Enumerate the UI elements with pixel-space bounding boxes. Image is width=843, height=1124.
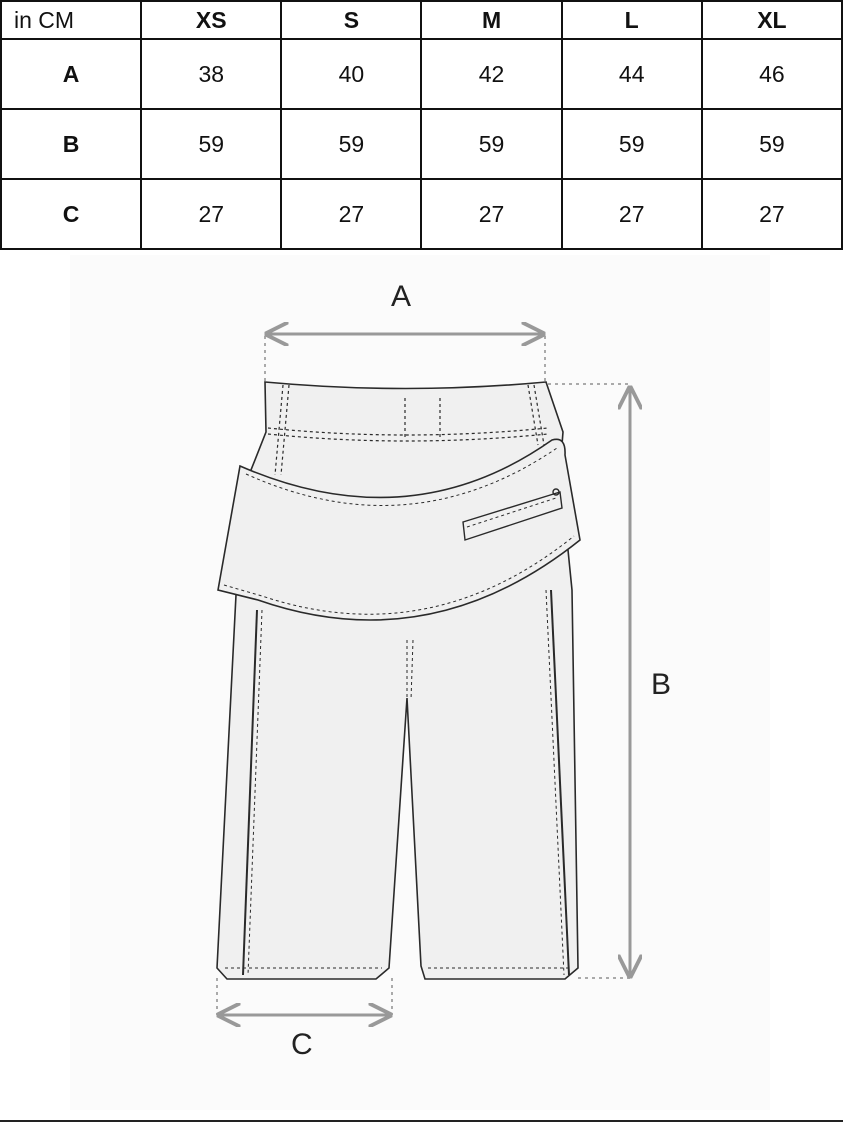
table-cell: 59 [280,108,423,180]
bottom-divider [0,1120,843,1122]
size-header-m: M [420,0,563,40]
size-header-l: L [560,0,703,40]
table-cell: 44 [560,38,703,110]
table-cell: 59 [560,108,703,180]
table-cell: 46 [700,38,843,110]
side-seams [242,589,570,976]
table-cell: 27 [420,178,563,250]
table-cell: 59 [700,108,843,180]
table-row-a: A 38 40 42 44 46 [0,38,843,110]
size-header-s: S [280,0,423,40]
size-header-xl: XL [700,0,843,40]
size-header-xs: XS [140,0,283,40]
table-cell: 27 [140,178,283,250]
table-cell: 40 [280,38,423,110]
waistband-stitching [267,384,549,476]
table-cell: 59 [140,108,283,180]
row-label: B [0,108,143,180]
belt-flap [217,438,581,621]
unit-label: in CM [0,0,143,40]
shorts-illustration [216,250,843,1124]
dimension-label-a: A [391,280,412,313]
table-row-b: B 59 59 59 59 59 [0,108,843,180]
row-label: C [0,178,143,250]
seam-stitching [225,589,570,976]
table-cell: 59 [420,108,563,180]
dimension-label-c: C [291,1028,313,1061]
table-cell: 27 [560,178,703,250]
table-row-c: C 27 27 27 27 27 [0,178,843,250]
dimension-arrows [219,334,630,1015]
table-cell: 38 [140,38,283,110]
row-label: A [0,38,143,110]
garment-diagram: A B C [0,250,843,1124]
table-header-row: in CM XS S M L XL [0,0,843,40]
table-cell: 42 [420,38,563,110]
dimension-label-b: B [651,668,672,701]
size-chart-table: in CM XS S M L XL A 38 40 42 44 46 B 59 … [0,0,843,250]
table-cell: 27 [280,178,423,250]
table-cell: 27 [700,178,843,250]
